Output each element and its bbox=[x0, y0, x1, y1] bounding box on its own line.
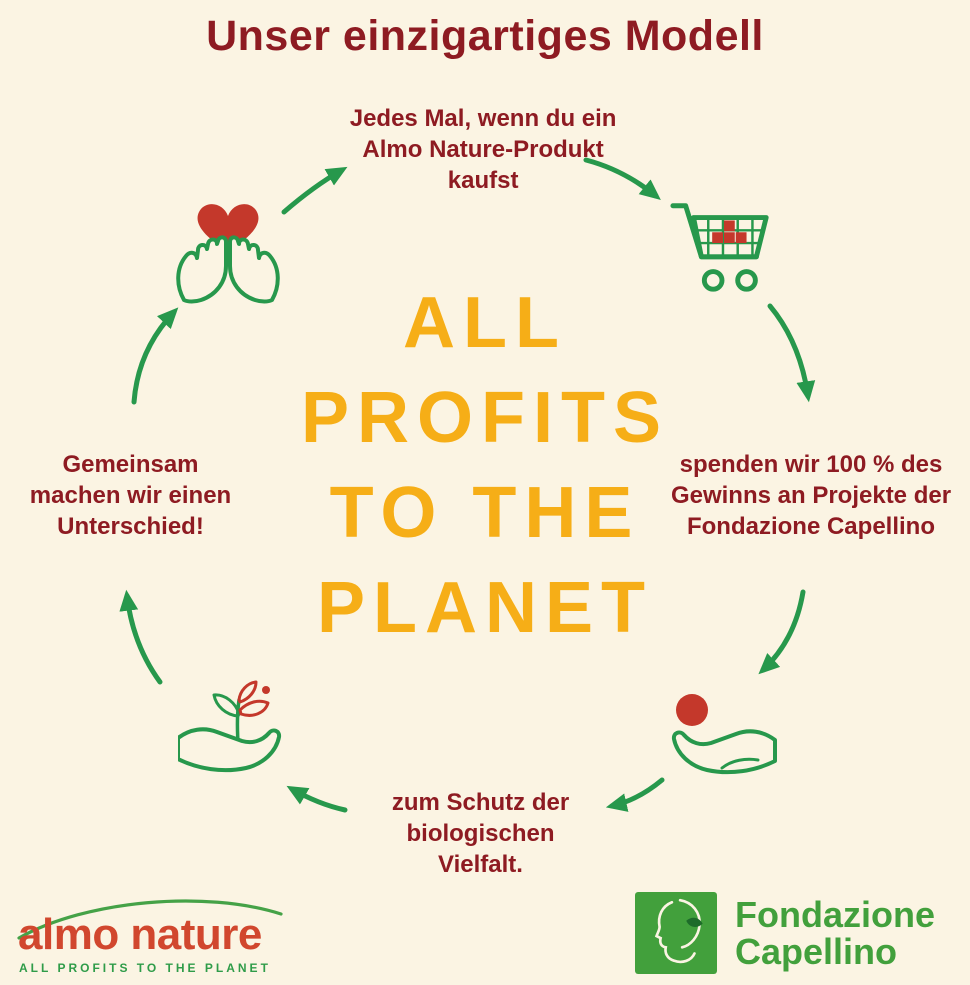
almo-nature-wordmark: almo nature bbox=[18, 910, 262, 959]
hand-coin-icon bbox=[652, 678, 777, 785]
fondazione-capellino-logo: Fondazione Capellino bbox=[635, 892, 935, 974]
slogan-line-2: PROFITS bbox=[300, 378, 669, 459]
top-leaf-shape bbox=[237, 680, 258, 704]
fondazione-line-2: Capellino bbox=[735, 931, 898, 972]
coin-shape bbox=[676, 694, 708, 726]
berry-shape bbox=[262, 686, 270, 694]
left-leaf-shape bbox=[212, 693, 241, 718]
arrow-heart-to-purchase bbox=[281, 166, 348, 215]
hand-plant-icon bbox=[176, 670, 298, 797]
right-hand-shape bbox=[228, 235, 280, 304]
page-title: Unser einzigartiges Modell bbox=[206, 12, 764, 60]
arrow-purchase-to-cart bbox=[583, 157, 661, 200]
fondazione-wordmark: Fondazione Capellino bbox=[735, 896, 935, 970]
slogan-line-3: TO THE bbox=[329, 473, 641, 554]
hand-shape bbox=[671, 729, 777, 775]
step-together-text: Gemeinsam machen wir einen Unterschied! bbox=[29, 451, 232, 541]
arrow-donation-to-hand bbox=[758, 589, 806, 675]
shopping-cart-icon bbox=[668, 192, 776, 305]
arrow-cart-to-donation bbox=[767, 303, 816, 403]
almo-swoosh-icon bbox=[17, 899, 283, 940]
hands-holding-heart-icon bbox=[166, 188, 290, 313]
slogan-line-4: PLANET bbox=[317, 568, 653, 649]
left-hand-shape bbox=[176, 235, 228, 304]
step-donation-text: spenden wir 100 % des Gewinns an Projekt… bbox=[670, 451, 952, 541]
right-leaf-shape bbox=[238, 699, 270, 717]
leaf-mark bbox=[686, 917, 703, 927]
arrow-hand-to-protection bbox=[605, 777, 665, 812]
step-purchase-text: Jedes Mal, wenn du ein Almo Nature-Produ… bbox=[349, 105, 617, 195]
almo-nature-tagline: ALL PROFITS TO THE PLANET bbox=[19, 961, 271, 975]
almo-nature-logo: almo nature ALL PROFITS TO THE PLANET bbox=[16, 894, 288, 982]
arrow-plant-to-together bbox=[119, 589, 163, 685]
hand-shape bbox=[176, 727, 282, 773]
center-slogan: ALL PROFITS TO THE PLANET bbox=[165, 276, 805, 656]
slogan-line-1: ALL bbox=[403, 283, 567, 363]
step-protection-text: zum Schutz der biologischen Vielfalt. bbox=[391, 789, 570, 879]
fondazione-logo-mark-icon bbox=[635, 892, 717, 974]
hands-holding-heart-svg bbox=[176, 204, 280, 304]
hand-coin-svg bbox=[671, 694, 777, 775]
stem-shape bbox=[235, 698, 241, 744]
fondazione-line-1: Fondazione bbox=[735, 894, 935, 935]
shopping-cart-svg bbox=[670, 203, 769, 292]
hand-plant-svg bbox=[176, 680, 282, 773]
profile-face-line bbox=[654, 900, 696, 964]
arrow-together-to-heart bbox=[131, 307, 179, 405]
arrow-protection-to-plant bbox=[286, 785, 348, 813]
